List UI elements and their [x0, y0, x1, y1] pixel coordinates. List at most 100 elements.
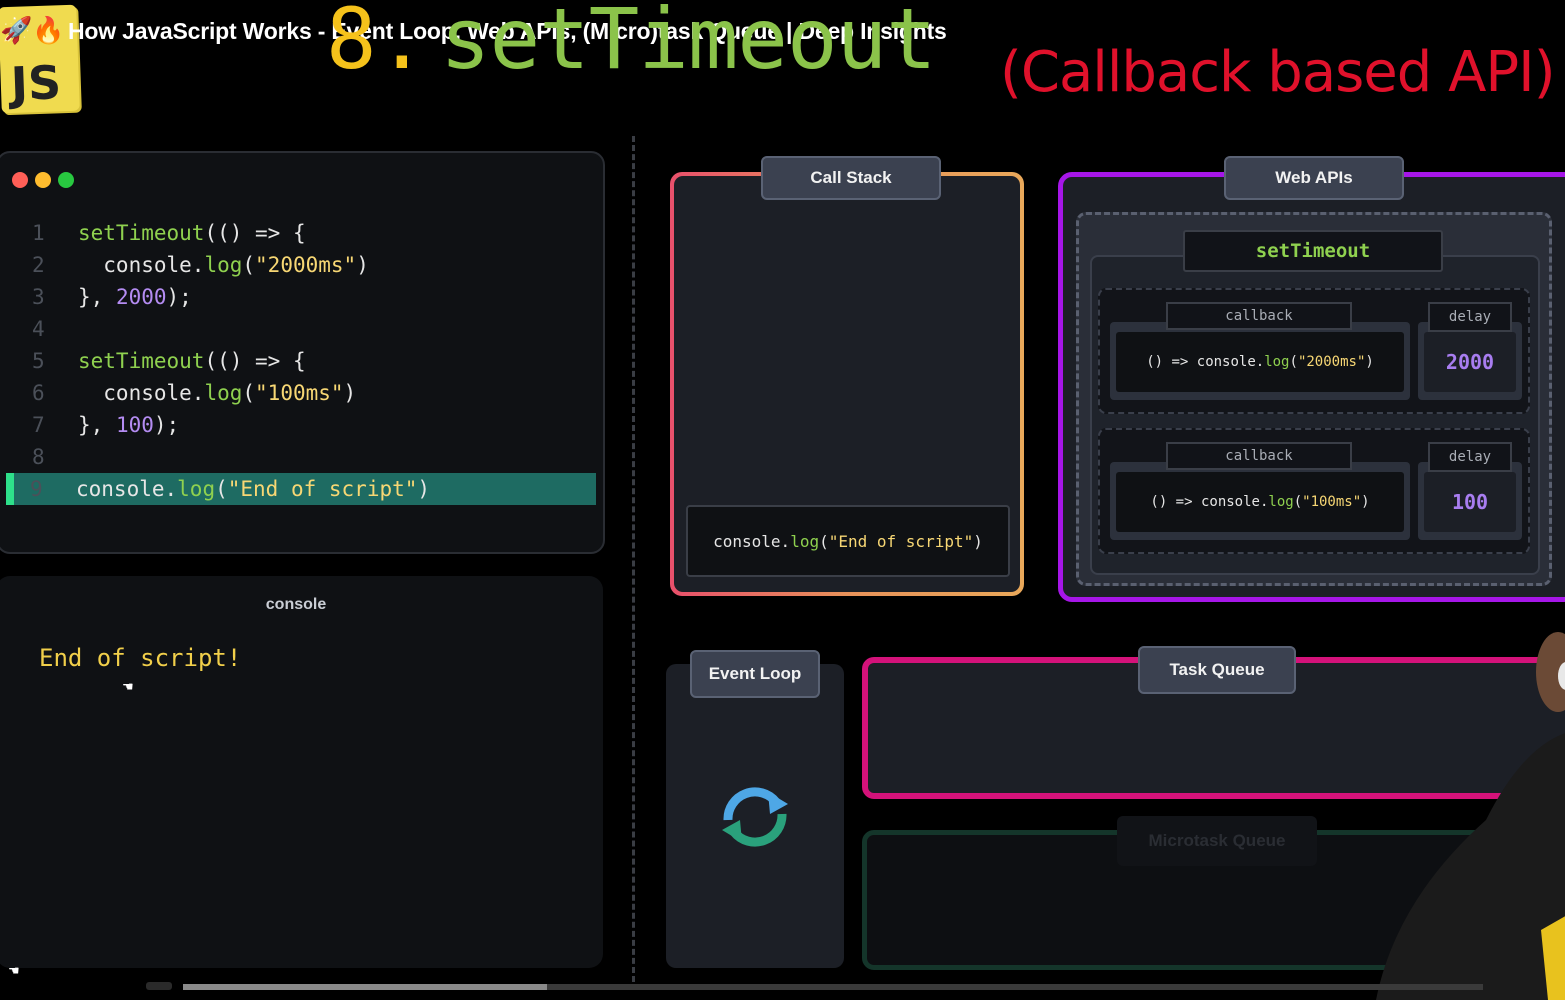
code-line[interactable]: 2 console.log("2000ms"): [8, 249, 598, 281]
slide-subtitle: (Callback based API): [1000, 40, 1556, 105]
close-window-dot: [12, 172, 28, 188]
code-token: "End of script": [227, 477, 418, 501]
line-number: 8: [32, 445, 45, 469]
code-token: 100: [115, 413, 154, 437]
line-code: console.log("End of script"): [76, 473, 430, 505]
line-code: }, 100);: [78, 409, 179, 441]
settimeout-api-label: setTimeout: [1183, 230, 1443, 272]
line-code: }, 2000);: [78, 281, 192, 313]
code-token: 2000: [115, 285, 167, 309]
event-loop-label: Event Loop: [690, 650, 820, 698]
code-token: (: [242, 381, 256, 405]
line-number: 4: [32, 317, 45, 341]
mouse-cursor-icon: ☚: [8, 964, 20, 979]
timer-entry: () => console.log("2000ms") callback 200…: [1098, 288, 1530, 414]
line-code: setTimeout(() => {: [78, 345, 306, 377]
code-token: console.: [78, 253, 205, 277]
code-token: "100ms": [1302, 494, 1362, 510]
code-token: log: [204, 253, 243, 277]
code-token: },: [78, 413, 116, 437]
code-token: ): [1361, 494, 1370, 510]
task-queue-label: Task Queue: [1138, 646, 1296, 694]
code-token: ): [356, 253, 369, 277]
code-token: "End of script": [828, 531, 974, 551]
code-token: log: [1268, 494, 1294, 510]
delay-value: 2000: [1424, 332, 1516, 392]
code-token: setTimeout: [78, 221, 205, 245]
code-token: ): [343, 381, 357, 405]
slide-number: 8.: [326, 0, 428, 88]
code-line[interactable]: 4: [8, 313, 598, 345]
web-apis-label: Web APIs: [1224, 156, 1404, 200]
code-token: );: [153, 413, 180, 437]
code-token: (: [1293, 494, 1303, 510]
minimize-window-dot: [35, 172, 51, 188]
line-number: 2: [32, 253, 45, 277]
code-line[interactable]: 7}, 100);: [8, 409, 598, 441]
code-line[interactable]: 8: [8, 441, 598, 473]
callback-code: () => console.log("2000ms"): [1116, 332, 1404, 392]
line-number: 9: [30, 477, 43, 501]
code-token: () => console.: [1146, 354, 1265, 370]
callback-code: () => console.log("100ms"): [1116, 472, 1404, 532]
line-number: 7: [32, 413, 45, 437]
code-token: console.: [76, 477, 178, 501]
delay-box: 2000: [1418, 322, 1522, 400]
presenter-figure: [1376, 632, 1565, 1000]
video-title[interactable]: How JavaScript Works - Event Loop, Web A…: [68, 18, 947, 44]
code-token: (: [215, 477, 228, 501]
code-token: (() => {: [204, 349, 306, 373]
code-token: log: [790, 531, 820, 551]
event-loop-panel: [666, 664, 844, 968]
line-number: 1: [32, 221, 45, 245]
line-number: 5: [32, 349, 45, 373]
call-stack-frame: console.log("End of script"): [686, 505, 1010, 577]
microtask-queue-label: Microtask Queue: [1117, 816, 1317, 866]
play-control[interactable]: [146, 982, 172, 990]
slide-heading: setTimeout: [440, 0, 937, 88]
panel-divider: [632, 136, 635, 982]
callback-label: callback: [1166, 302, 1352, 330]
mouse-cursor-icon: ☚: [122, 680, 134, 695]
video-progress-fill[interactable]: [183, 984, 547, 990]
code-token: ): [973, 531, 983, 551]
code-token: "100ms": [255, 381, 344, 405]
code-token: log: [1264, 354, 1290, 370]
code-token: ): [417, 477, 431, 501]
code-line[interactable]: 6 console.log("100ms"): [8, 377, 598, 409]
code-line[interactable]: 1 setTimeout(() => {: [8, 217, 598, 249]
line-code: setTimeout(() => {: [78, 217, 306, 249]
code-token: (: [242, 253, 256, 277]
code-token: () => console.: [1150, 494, 1269, 510]
maximize-window-dot: [58, 172, 74, 188]
code-line[interactable]: 3 }, 2000);: [8, 281, 598, 313]
console-title: console: [265, 596, 327, 613]
call-stack-label: Call Stack: [761, 156, 941, 200]
code-line[interactable]: 9 console.log("End of script"): [6, 473, 596, 505]
delay-label: delay: [1428, 442, 1512, 472]
code-token: (() => {: [204, 221, 306, 245]
line-code: console.log("2000ms"): [78, 249, 369, 281]
rocket-fire-icon: 🚀🔥: [0, 16, 65, 46]
code-token: (: [1289, 354, 1298, 370]
code-token: setTimeout: [78, 349, 205, 373]
delay-label: delay: [1428, 302, 1512, 332]
code-token: "2000ms": [255, 253, 357, 277]
video-progress-bar[interactable]: [183, 984, 1483, 990]
line-code: console.log("100ms"): [78, 377, 356, 409]
code-line[interactable]: 5 setTimeout(() => {: [8, 345, 598, 377]
code-token: "2000ms": [1297, 354, 1366, 370]
code-token: console.: [78, 381, 205, 405]
sync-arrows-icon: [722, 787, 788, 847]
code-token: },: [78, 285, 116, 309]
delay-box: 100: [1418, 462, 1522, 540]
callback-box: () => console.log("2000ms"): [1110, 322, 1410, 400]
console-output-line: End of script!: [39, 644, 242, 672]
code-token: log: [204, 381, 243, 405]
line-number: 3: [32, 285, 45, 309]
code-token: console.: [713, 531, 791, 551]
code-token: log: [177, 477, 216, 501]
timer-entry: () => console.log("100ms") callback 100 …: [1098, 428, 1530, 554]
console-panel: console End of script!: [0, 576, 603, 968]
